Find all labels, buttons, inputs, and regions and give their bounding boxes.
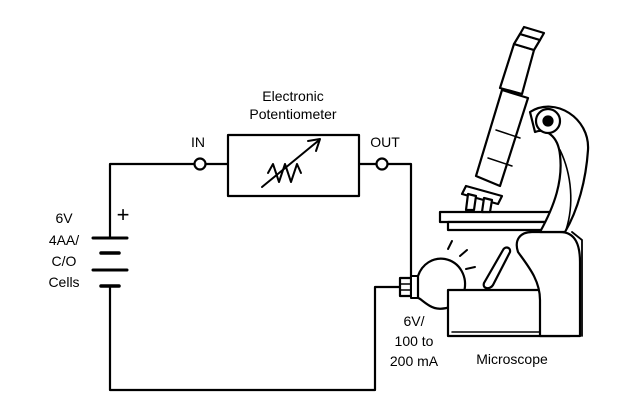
potentiometer-title-line1: Electronic xyxy=(262,88,323,104)
out-terminal xyxy=(375,157,389,171)
lamp-rating-line2: 100 to xyxy=(395,333,434,349)
lamp-rating-line3: 200 mA xyxy=(390,353,439,369)
battery-type-label-2: C/O xyxy=(52,253,77,269)
light-rays-icon xyxy=(447,240,476,270)
out-label: OUT xyxy=(370,134,400,150)
potentiometer-box xyxy=(226,133,361,198)
battery-type-label-1: 4AA/ xyxy=(49,232,79,248)
in-label: IN xyxy=(191,134,205,150)
in-terminal xyxy=(193,157,207,171)
variable-resistor-icon xyxy=(261,138,321,188)
microscope-icon xyxy=(438,25,590,338)
microscope-label: Microscope xyxy=(476,351,548,367)
lamp-rating-line1: 6V/ xyxy=(403,313,424,329)
wire-out-right xyxy=(386,162,413,282)
battery-voltage-label: 6V xyxy=(55,210,73,226)
battery-icon xyxy=(91,236,129,288)
battery-type-label-3: Cells xyxy=(48,274,79,290)
battery-plus-sign: + xyxy=(117,202,130,227)
potentiometer-title-line2: Potentiometer xyxy=(249,106,336,122)
wire-top-left xyxy=(108,162,196,240)
wire-bottom-return xyxy=(108,284,402,392)
